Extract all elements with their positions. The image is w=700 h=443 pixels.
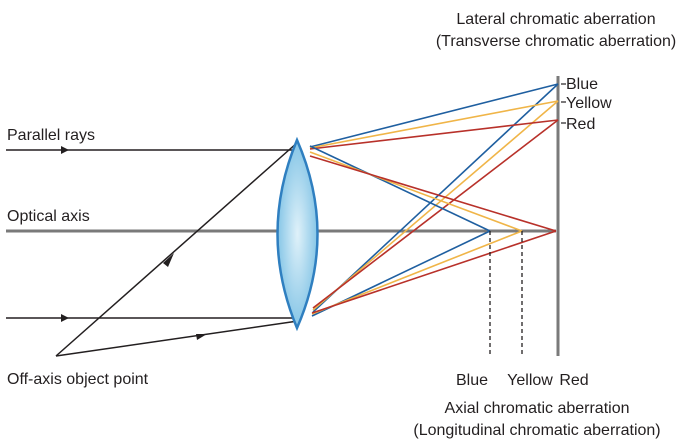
arrow-icon [61,314,69,322]
screen-label-blue: Blue [566,76,598,93]
axial-label-blue: Blue [456,372,488,389]
axial-ray-yellow-top [309,151,523,232]
off-axis-ray-bottom [55,320,299,357]
axial-ray-red-bottom [311,230,557,314]
parallel-rays-label: Parallel rays [7,127,95,144]
screen-label-red: Red [566,116,595,133]
lateral-ray-yellow-top [309,100,559,149]
axial-title-line1: Axial chromatic aberration [445,400,630,417]
lateral-title-line1: Lateral chromatic aberration [456,11,655,28]
lateral-ray-red-bottom [312,119,559,309]
lateral-title-line2: (Transverse chromatic aberration) [436,33,676,50]
axial-title-line2: (Longitudinal chromatic aberration) [413,422,660,439]
arrow-icon [163,253,174,267]
arrow-icon [61,146,69,154]
optical-axis-label: Optical axis [7,208,90,225]
lateral-ray-blue-top [309,83,559,148]
axial-label-yellow: Yellow [507,372,553,389]
axial-ray-blue-top [309,145,491,232]
axial-label-red: Red [559,372,588,389]
convex-lens [276,136,319,332]
off-axis-object-label: Off-axis object point [7,371,149,388]
off-axis-ray-top [55,141,299,357]
axial-ray-yellow-bottom [311,230,523,315]
axial-ray-red-top [309,155,557,232]
arrow-icon [196,334,207,340]
screen-label-yellow: Yellow [566,95,612,112]
axial-ray-fan [309,145,557,317]
lateral-ray-red-top [309,119,559,150]
